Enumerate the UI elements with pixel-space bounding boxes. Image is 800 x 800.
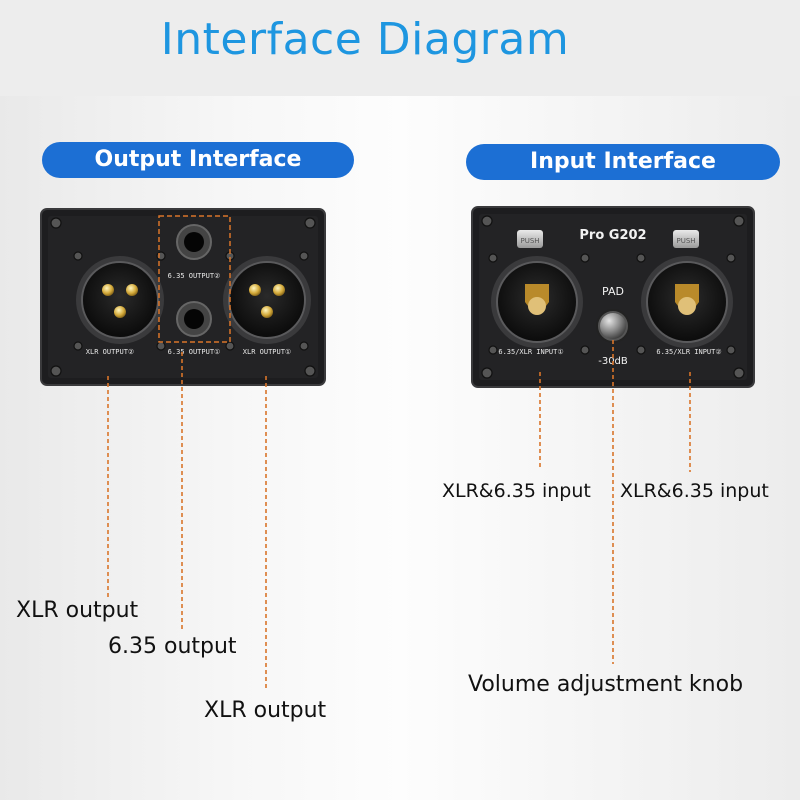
callout-xlr-output-right: XLR output [204,698,327,723]
callout-xlr-output-left: XLR output [16,598,139,623]
input-interface-heading: Input Interface [466,144,780,180]
xlr-out1-label: XLR OUTPUT① [243,348,291,356]
input-1-label: 6.35/XLR INPUT① [498,348,563,356]
callout-input-left: XLR&6.35 input [442,480,591,502]
model-label: Pro G202 [579,228,646,243]
output-panel: 6.35 OUTPUT② 6.35 OUTPUT① XLR OUTPUT② XL… [40,208,326,386]
callout-volume-knob: Volume adjustment knob [468,672,744,697]
jack-out1-label: 6.35 OUTPUT① [168,348,221,356]
diagram-title: Interface Diagram [160,14,570,65]
push-latch-label: PUSH [520,237,539,245]
volume-knob-icon [596,309,630,343]
jack-output-1-connector [176,301,212,337]
xlr-output-1-connector [223,256,311,344]
jack-output-2-connector [176,224,212,260]
callout-jack-output: 6.35 output [108,634,237,659]
push-latch-label: PUSH [676,237,695,245]
header-bar: Interface Diagram [0,0,800,96]
screw-icons [481,215,745,379]
jack-out2-label: 6.35 OUTPUT② [168,272,221,280]
xlr-output-2-connector [76,256,164,344]
input-1-combo-connector: PUSH [491,230,583,348]
screw-icons [50,217,316,377]
pad-label: PAD [602,285,624,298]
jack-highlight-box [158,215,231,343]
callout-input-right: XLR&6.35 input [620,480,769,502]
xlr-out2-label: XLR OUTPUT② [86,348,134,356]
output-interface-heading: Output Interface [42,142,354,178]
input-2-combo-connector: PUSH [641,230,733,348]
input-2-label: 6.35/XLR INPUT② [656,348,721,356]
